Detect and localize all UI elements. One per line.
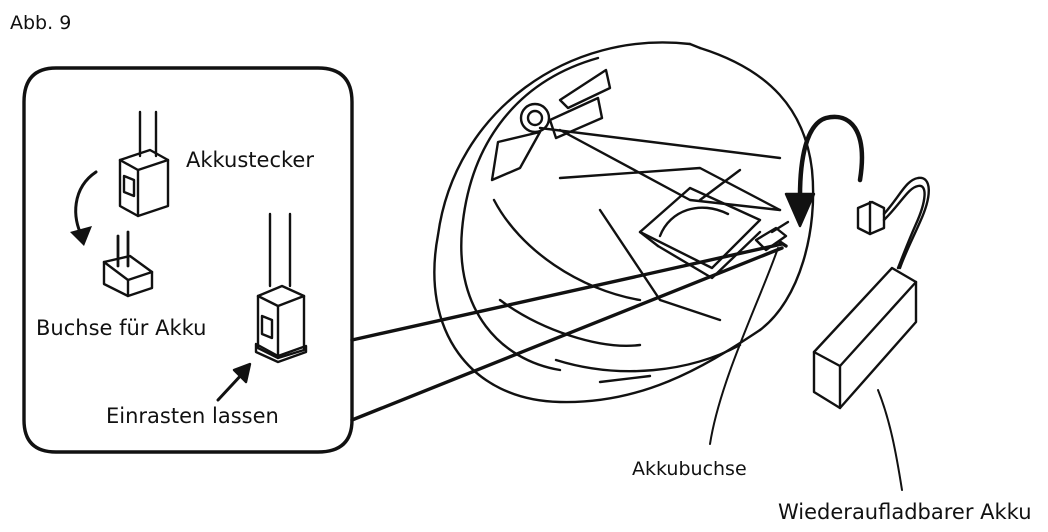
- connector-inset: [22, 66, 788, 454]
- insertion-arrow-icon: [784, 114, 865, 228]
- battery-plug-illustration: [118, 110, 170, 218]
- leader-lines: [709, 247, 903, 491]
- label-battery-socket-inset: Buchse für Akku: [36, 316, 207, 340]
- label-snap-in: Einrasten lassen: [106, 404, 279, 428]
- pointer-arrow-icon: [216, 362, 252, 402]
- label-rechargeable-battery: Wiederaufladbarer Akku: [778, 500, 1032, 524]
- snapped-connector-illustration: [254, 212, 308, 364]
- label-battery-socket: Akkubuchse: [632, 458, 747, 480]
- label-battery-plug: Akkustecker: [186, 148, 314, 172]
- battery-socket-illustration: [102, 230, 154, 298]
- rechargeable-battery-illustration: [812, 176, 930, 410]
- figure-label: Abb. 9: [10, 12, 72, 34]
- robot-vacuum-illustration: [433, 41, 815, 404]
- curved-arrow-icon: [70, 170, 98, 246]
